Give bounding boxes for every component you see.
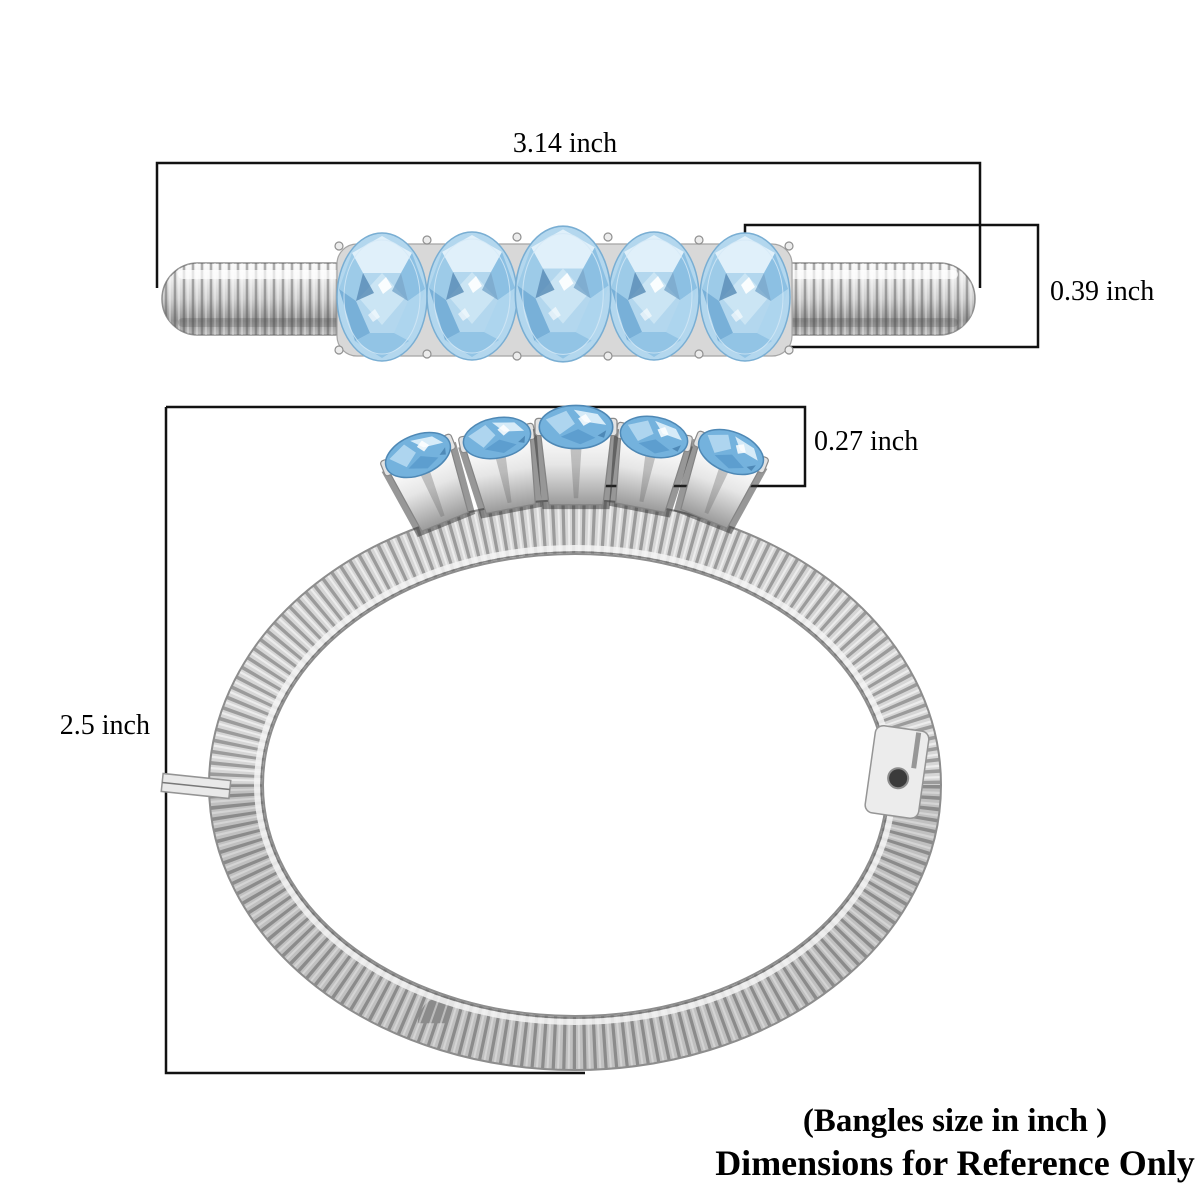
prong-beads (334, 232, 794, 361)
reference-note: Dimensions for Reference Only (715, 1143, 1195, 1184)
width-dimension-label: 3.14 inch (512, 128, 618, 159)
hinge (864, 724, 930, 820)
height-dimension-label: 0.39 inch (1050, 276, 1155, 307)
footer-notes: (Bangles size in inch ) Dimensions for R… (645, 1101, 1200, 1186)
bangle-side-view (161, 225, 976, 363)
bangle-top-view (160, 404, 942, 1071)
inner-diameter-dimension-line (164, 407, 585, 1075)
diameter-dimension-label: 2.5 inch (59, 710, 150, 741)
clasp-seam (160, 772, 232, 800)
gem-height-dimension-label: 0.27 inch (814, 426, 919, 457)
size-note: (Bangles size in inch ) (802, 1103, 1108, 1139)
